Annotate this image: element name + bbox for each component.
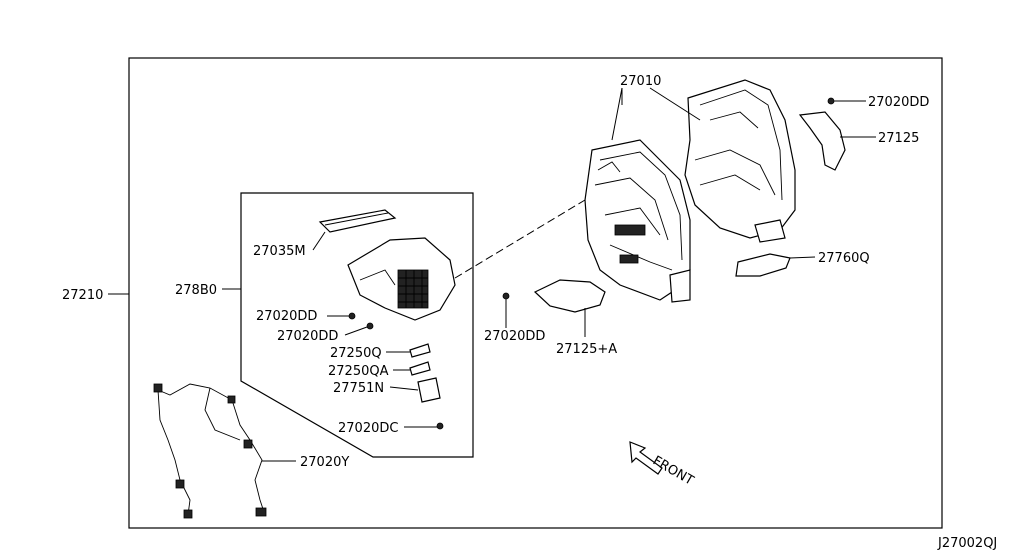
blower-case [684,79,796,243]
screw-top [827,97,835,105]
leader-27751n [389,386,419,391]
leader-27035m [312,231,326,251]
assembly-frame [128,57,943,529]
heater-housing-27010 [584,139,691,303]
label-27125a: 27125+A [556,342,617,357]
label-278b0: 278B0 [175,283,217,298]
intake-door-assembly [318,209,456,321]
lever-27250q [409,343,431,358]
duct-27125 [798,111,846,171]
screw-c [436,422,444,430]
diagram-code: J27002QJ [937,536,997,551]
label-27010: 27010 [620,74,661,89]
label-27760q: 27760Q [818,251,870,266]
label-27020dd-a: 27020DD [256,309,317,324]
label-27020dd-mid: 27020DD [484,329,545,344]
lever-27250qa [409,361,431,376]
label-27125: 27125 [878,131,919,146]
label-27035m: 27035M [253,244,306,259]
label-27210: 27210 [62,288,103,303]
dashed-link [454,199,586,279]
wiring-harness [153,383,267,519]
screw-a [348,312,356,320]
label-27751n: 27751N [333,381,384,396]
label-27250q: 27250Q [330,346,382,361]
label-27020dd-b: 27020DD [277,329,338,344]
duct-27125a [533,279,606,313]
leader-27010 [611,87,701,141]
sub-assembly-frame [240,192,474,458]
leader-27760q [789,256,816,259]
screw-b [366,322,374,330]
label-27020dd-top: 27020DD [868,95,929,110]
label-27250qa: 27250QA [328,364,389,379]
front-arrow [629,441,663,475]
screw-mid [502,292,510,300]
actuator-motor [417,377,441,403]
leader-27020dd-b [344,326,368,336]
bracket-27760q [735,253,791,277]
label-27020dc: 27020DC [338,421,398,436]
label-27020y: 27020Y [300,455,349,470]
